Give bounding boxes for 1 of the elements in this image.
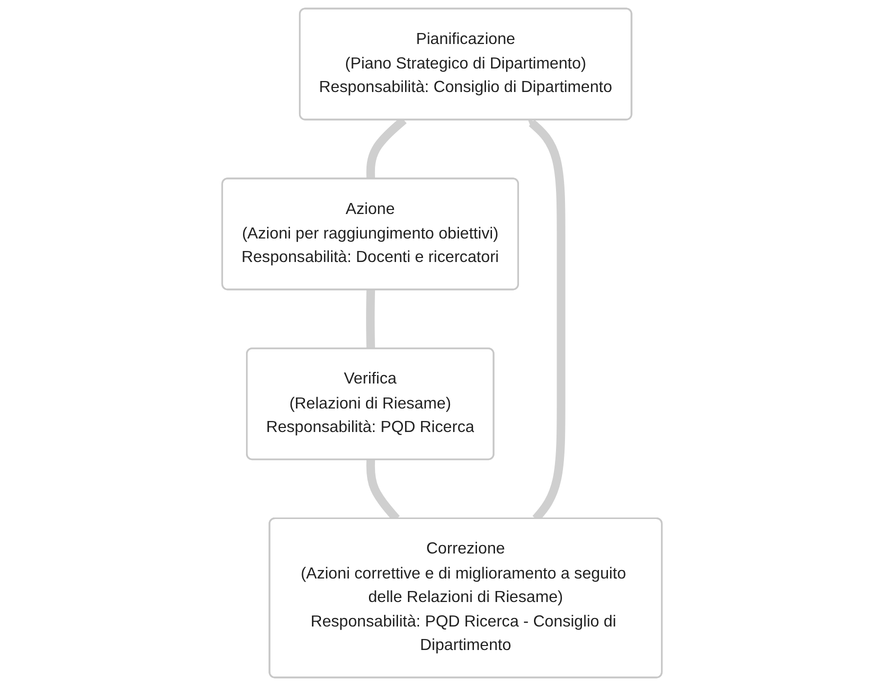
connector <box>366 290 376 349</box>
